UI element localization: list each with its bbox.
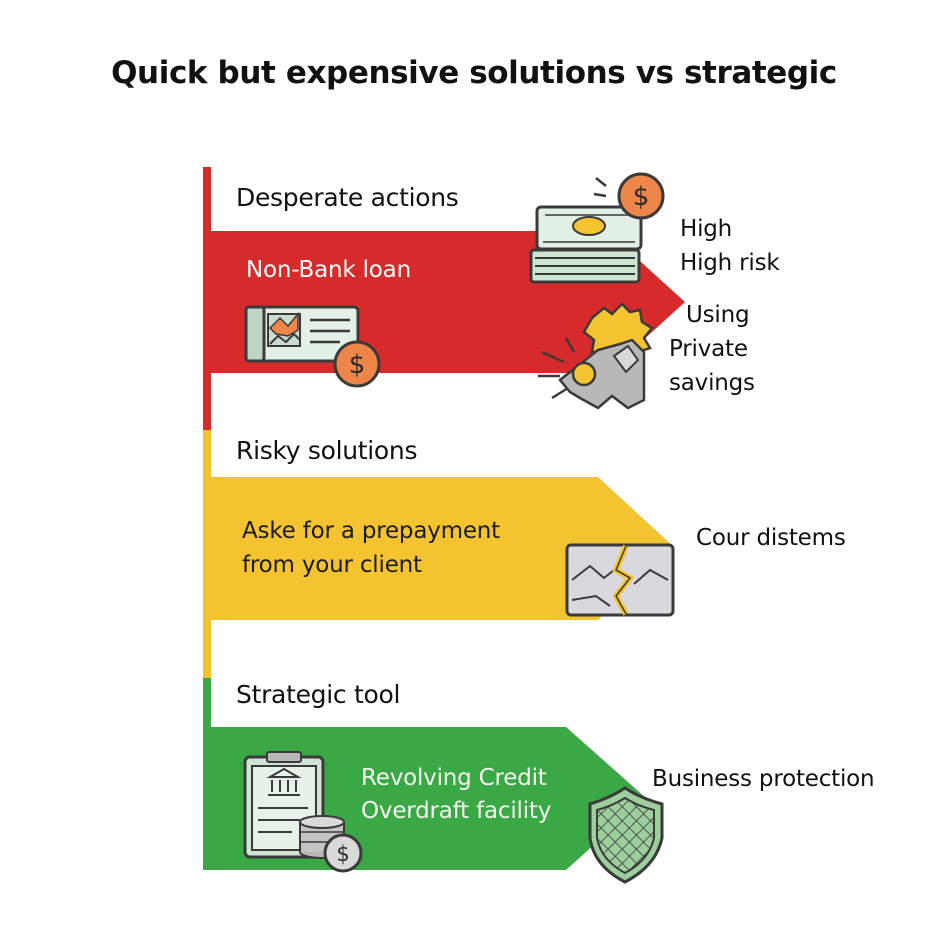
- note-high: High: [680, 216, 733, 242]
- money-stack-coin-icon: $: [529, 172, 665, 284]
- broken-piggy-bank-icon: [538, 302, 654, 410]
- band-label-prepayment-line-1: Aske for a prepayment: [242, 518, 500, 544]
- section-heading-risky: Risky solutions: [236, 436, 418, 465]
- section-heading-desperate: Desperate actions: [236, 183, 459, 212]
- note-cour-distems: Cour distems: [696, 525, 846, 551]
- band-label-prepayment-line-2: from your client: [242, 552, 422, 578]
- svg-text:$: $: [633, 182, 650, 212]
- note-high-risk: High risk: [680, 250, 780, 276]
- cracked-tile-icon: [565, 543, 675, 617]
- note-private: Private: [669, 336, 748, 362]
- section-heading-strategic: Strategic tool: [236, 680, 401, 709]
- band-label-overdraft-facility: Overdraft facility: [361, 798, 552, 824]
- svg-text:$: $: [349, 350, 366, 380]
- loan-document-coin-icon: $: [244, 305, 381, 388]
- page-title: Quick but expensive solutions vs strateg…: [111, 55, 837, 91]
- svg-text:$: $: [336, 842, 349, 866]
- note-using: Using: [686, 302, 750, 328]
- bank-clipboard-coins-icon: $: [243, 751, 363, 873]
- note-business-protection: Business protection: [652, 766, 875, 792]
- note-savings: savings: [669, 370, 755, 396]
- band-label-non-bank-loan: Non-Bank loan: [246, 257, 411, 283]
- shield-icon: [588, 786, 664, 884]
- band-label-revolving-credit: Revolving Credit: [361, 765, 547, 791]
- band-yellow-arrow: [203, 477, 674, 620]
